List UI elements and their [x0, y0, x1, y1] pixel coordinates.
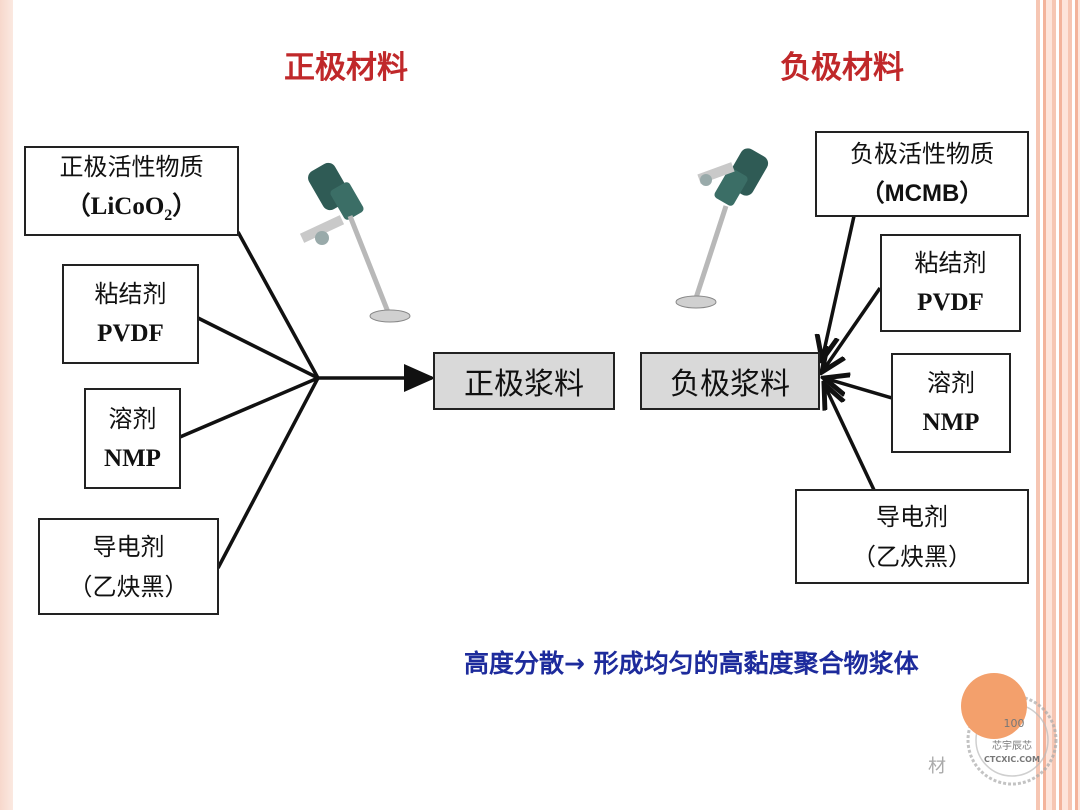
line-solvent-to-junction: [179, 376, 319, 439]
line-conductive-to-junction: [216, 377, 320, 569]
right-border-decoration: [1036, 0, 1080, 810]
pvdf-label: PVDF: [97, 320, 164, 347]
anode-acetylene-black-label: （乙炔黑）: [852, 542, 972, 571]
line-binder-to-junction: [197, 316, 319, 380]
anode-conductive-box: 导电剂 （乙炔黑）: [795, 489, 1029, 584]
cathode-materials-title: 正极材料: [284, 50, 408, 86]
binder-label: 粘结剂: [94, 280, 167, 308]
cathode-active-label: 正极活性物质: [59, 152, 204, 181]
watermark-side-text: 材: [928, 756, 946, 777]
anode-conductive-label: 导电剂: [876, 502, 948, 531]
solvent-label: 溶剂: [108, 404, 157, 433]
cathode-slurry-box: 正极浆料: [433, 352, 615, 410]
conductive-label: 导电剂: [92, 532, 165, 561]
anode-binder-label: 粘结剂: [914, 249, 987, 277]
watermark-badge-mid: 芯宇辰芯: [992, 741, 1032, 752]
cathode-conductive-box: 导电剂 （乙炔黑）: [38, 518, 219, 615]
line-anode-solvent: [824, 378, 893, 400]
cathode-active-material-box: 正极活性物质 （LiCoO2）: [24, 146, 239, 236]
line-anode-binder: [822, 287, 882, 372]
mixer-icon-right: [675, 148, 769, 309]
line-anode-active: [822, 215, 856, 360]
cathode-solvent-box: 溶剂 NMP: [84, 388, 181, 489]
anode-solvent-label: 溶剂: [927, 369, 975, 397]
cathode-binder-box: 粘结剂 PVDF: [62, 264, 199, 364]
line-active-to-junction: [236, 231, 320, 379]
anode-pvdf-label: PVDF: [917, 289, 984, 316]
anode-slurry-box: 负极浆料: [640, 352, 820, 410]
line-anode-conductive: [824, 384, 876, 491]
mixer-icon-left: [299, 162, 411, 323]
watermark-badge-top: 100: [1003, 717, 1025, 730]
left-border-decoration: [0, 0, 13, 810]
anode-binder-box: 粘结剂 PVDF: [880, 234, 1021, 332]
mcmb-label: （MCMB）: [860, 180, 984, 207]
dispersion-caption: 高度分散→ 形成均匀的高黏度聚合物浆体: [464, 649, 919, 678]
watermark-badge-bottom: CTCXIC.COM: [984, 755, 1040, 764]
licoo2-formula: （LiCoO2）: [65, 192, 198, 224]
acetylene-black-label: （乙炔黑）: [68, 572, 189, 601]
anode-nmp-label: NMP: [922, 409, 980, 436]
orange-circle-decoration: [961, 673, 1027, 739]
anode-active-label: 负极活性物质: [850, 140, 994, 168]
anode-solvent-box: 溶剂 NMP: [891, 353, 1011, 453]
anode-materials-title: 负极材料: [780, 50, 904, 86]
anode-active-material-box: 负极活性物质 （MCMB）: [815, 131, 1029, 217]
nmp-label: NMP: [104, 444, 161, 472]
